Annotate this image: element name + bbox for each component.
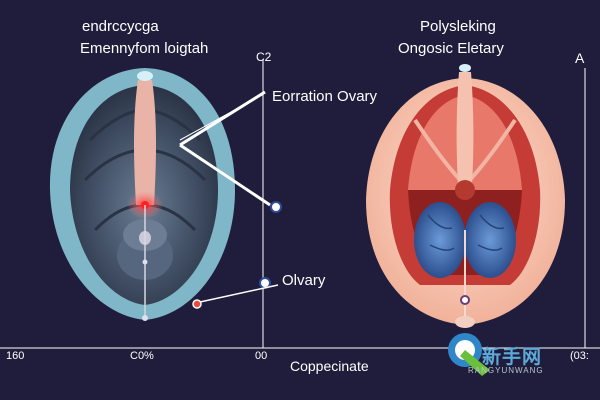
callout-bottom-label: Olvary (282, 272, 326, 289)
left-title-line2: Emennyfom loigtah (80, 40, 209, 57)
tick-label-00: 00 (255, 350, 268, 362)
x-axis-label: Coppecinate (290, 358, 369, 374)
right-organ (366, 64, 565, 328)
corner-label-a: A (575, 50, 585, 66)
tick-label-right: (03: (570, 350, 589, 362)
callout-top-label: Eorration Ovary (272, 88, 378, 105)
marker-dot-red (192, 299, 202, 309)
corner-label-c2: C2 (256, 50, 272, 64)
right-title-line2: Ongosic Eletary (398, 40, 504, 57)
left-organ (49, 68, 235, 321)
right-title-line1: Polysleking (420, 18, 496, 35)
watermark-subtext: RANGYUNWANG (468, 366, 544, 375)
tick-label-left: 160 (6, 350, 25, 362)
watermark-logo-icon (448, 333, 490, 376)
left-title-line1: endrccycga (82, 18, 159, 35)
tick-label-mid: C0% (130, 350, 154, 362)
marker-dot-top (270, 201, 282, 213)
watermark-text: 新手网 (482, 347, 543, 368)
